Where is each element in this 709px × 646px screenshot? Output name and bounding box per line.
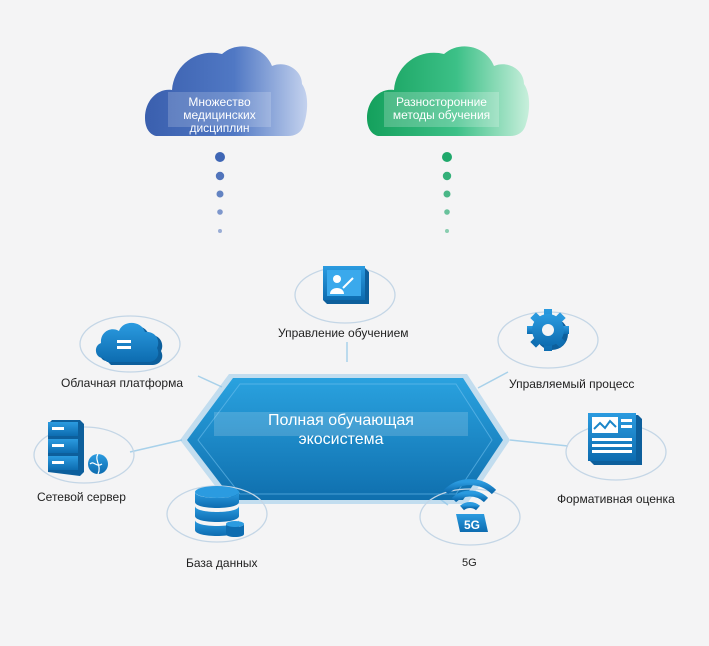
cloud-label-panel xyxy=(168,92,271,127)
cloud-label-medical-disciplines: Множество медицинских дисциплин xyxy=(183,95,256,135)
chart-board-icon xyxy=(588,413,642,465)
node-label-5g: 5G xyxy=(462,557,477,569)
node-label-network-server: Сетевой сервер xyxy=(37,490,126,504)
central-hexagon xyxy=(180,374,510,504)
dots-left xyxy=(215,152,225,233)
dots-right xyxy=(442,152,452,233)
wifi-5g-icon: 5G xyxy=(443,479,497,532)
center-title: Полная обучающая экосистема xyxy=(268,412,414,448)
node-label-cloud-platform: Облачная платформа xyxy=(61,376,184,390)
svg-text:5G: 5G xyxy=(464,518,480,532)
cloud-label-panel xyxy=(384,92,499,127)
cloud-label-learning-methods: Разносторонние методы обучения xyxy=(392,95,491,122)
node-label-formative-assessment: Формативная оценка xyxy=(557,492,675,506)
presentation-icon xyxy=(323,266,369,304)
cloud-medical-disciplines xyxy=(145,46,308,136)
server-icon xyxy=(48,420,108,476)
node-label-managed-process: Управляемый процесс xyxy=(509,377,635,391)
node-label-learning-management: Управление обучением xyxy=(278,326,409,340)
gear-icon xyxy=(527,309,569,351)
center-label-panel xyxy=(214,412,468,436)
cloud-icon xyxy=(95,322,163,365)
database-icon xyxy=(195,486,244,537)
cloud-learning-methods xyxy=(367,46,530,136)
node-label-database: База данных xyxy=(186,556,258,570)
